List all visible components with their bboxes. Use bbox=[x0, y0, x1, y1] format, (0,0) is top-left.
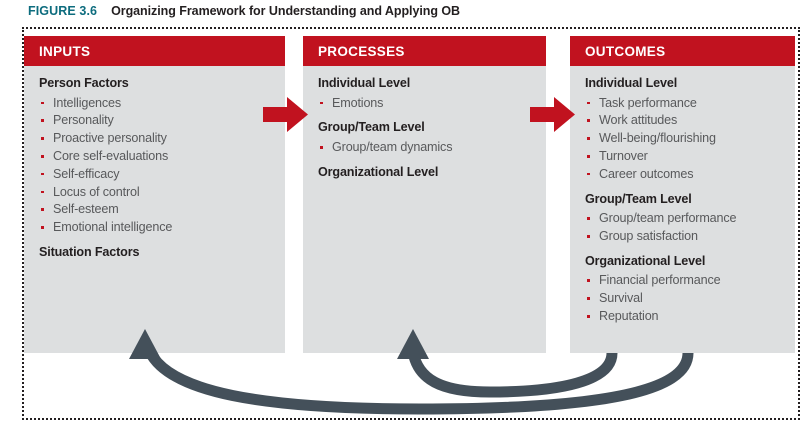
column-body-processes: Individual Level Emotions Group/Team Lev… bbox=[303, 66, 546, 178]
list-item: Survival bbox=[585, 290, 785, 308]
group-organizational-level: Organizational Level Financial performan… bbox=[585, 255, 785, 326]
bullet-list: Task performance Work attitudes Well-bei… bbox=[585, 95, 785, 184]
bullet-list: Emotions bbox=[318, 95, 536, 113]
list-item: Well-being/flourishing bbox=[585, 130, 785, 148]
group-organizational-level: Organizational Level bbox=[318, 166, 536, 179]
list-item: Task performance bbox=[585, 95, 785, 113]
group-individual-level: Individual Level Emotions bbox=[318, 77, 536, 112]
list-item: Personality bbox=[39, 112, 275, 130]
list-item: Emotional intelligence bbox=[39, 219, 275, 237]
list-item: Financial performance bbox=[585, 272, 785, 290]
group-heading: Organizational Level bbox=[585, 253, 706, 268]
group-heading: Individual Level bbox=[585, 76, 678, 90]
group-person-factors: Person Factors Intelligences Personality… bbox=[39, 77, 275, 237]
column-inputs: INPUTS Person Factors Intelligences Pers… bbox=[24, 36, 285, 353]
figure-number: FIGURE 3.6 bbox=[28, 4, 98, 18]
group-heading: Organizational Level bbox=[318, 164, 439, 179]
list-item: Group/team performance bbox=[585, 210, 785, 228]
footer-credit-line bbox=[24, 421, 784, 428]
bullet-list: Financial performance Survival Reputatio… bbox=[585, 272, 785, 325]
arrow-inputs-to-processes-icon bbox=[263, 97, 308, 132]
group-heading: Situation Factors bbox=[39, 244, 140, 259]
column-header-label: PROCESSES bbox=[318, 43, 405, 59]
list-item: Group/team dynamics bbox=[318, 139, 536, 157]
list-item: Intelligences bbox=[39, 95, 275, 113]
list-item: Proactive personality bbox=[39, 130, 275, 148]
list-item: Reputation bbox=[585, 308, 785, 326]
bullet-list: Group/team performance Group satisfactio… bbox=[585, 210, 785, 246]
group-heading: Person Factors bbox=[39, 76, 129, 90]
group-group-team-level: Group/Team Level Group/team dynamics bbox=[318, 121, 536, 156]
list-item: Work attitudes bbox=[585, 112, 785, 130]
figure-title: Organizing Framework for Understanding a… bbox=[111, 4, 461, 18]
column-outcomes: OUTCOMES Individual Level Task performan… bbox=[570, 36, 795, 353]
column-header-inputs: INPUTS bbox=[24, 36, 285, 66]
group-group-team-level: Group/Team Level Group/team performance … bbox=[585, 191, 785, 246]
bullet-list: Group/team dynamics bbox=[318, 139, 536, 157]
group-individual-level: Individual Level Task performance Work a… bbox=[585, 77, 785, 184]
column-header-processes: PROCESSES bbox=[303, 36, 546, 66]
column-body-inputs: Person Factors Intelligences Personality… bbox=[24, 66, 285, 259]
list-item: Group satisfaction bbox=[585, 228, 785, 246]
group-situation-factors: Situation Factors bbox=[39, 246, 275, 259]
list-item: Career outcomes bbox=[585, 166, 785, 184]
group-heading: Individual Level bbox=[318, 76, 411, 90]
column-header-label: OUTCOMES bbox=[585, 43, 666, 59]
column-processes: PROCESSES Individual Level Emotions Grou… bbox=[303, 36, 546, 353]
list-item: Self-esteem bbox=[39, 201, 275, 219]
group-heading: Group/Team Level bbox=[318, 120, 425, 135]
column-body-outcomes: Individual Level Task performance Work a… bbox=[570, 66, 795, 326]
list-item: Self-efficacy bbox=[39, 166, 275, 184]
column-header-outcomes: OUTCOMES bbox=[570, 36, 795, 66]
list-item: Locus of control bbox=[39, 184, 275, 202]
bullet-list: Intelligences Personality Proactive pers… bbox=[39, 95, 275, 237]
figure-caption: FIGURE 3.6 Organizing Framework for Under… bbox=[28, 2, 460, 20]
column-header-label: INPUTS bbox=[39, 43, 91, 59]
group-heading: Group/Team Level bbox=[585, 191, 692, 206]
list-item: Core self-evaluations bbox=[39, 148, 275, 166]
list-item: Emotions bbox=[318, 95, 536, 113]
arrow-processes-to-outcomes-icon bbox=[530, 97, 575, 132]
list-item: Turnover bbox=[585, 148, 785, 166]
